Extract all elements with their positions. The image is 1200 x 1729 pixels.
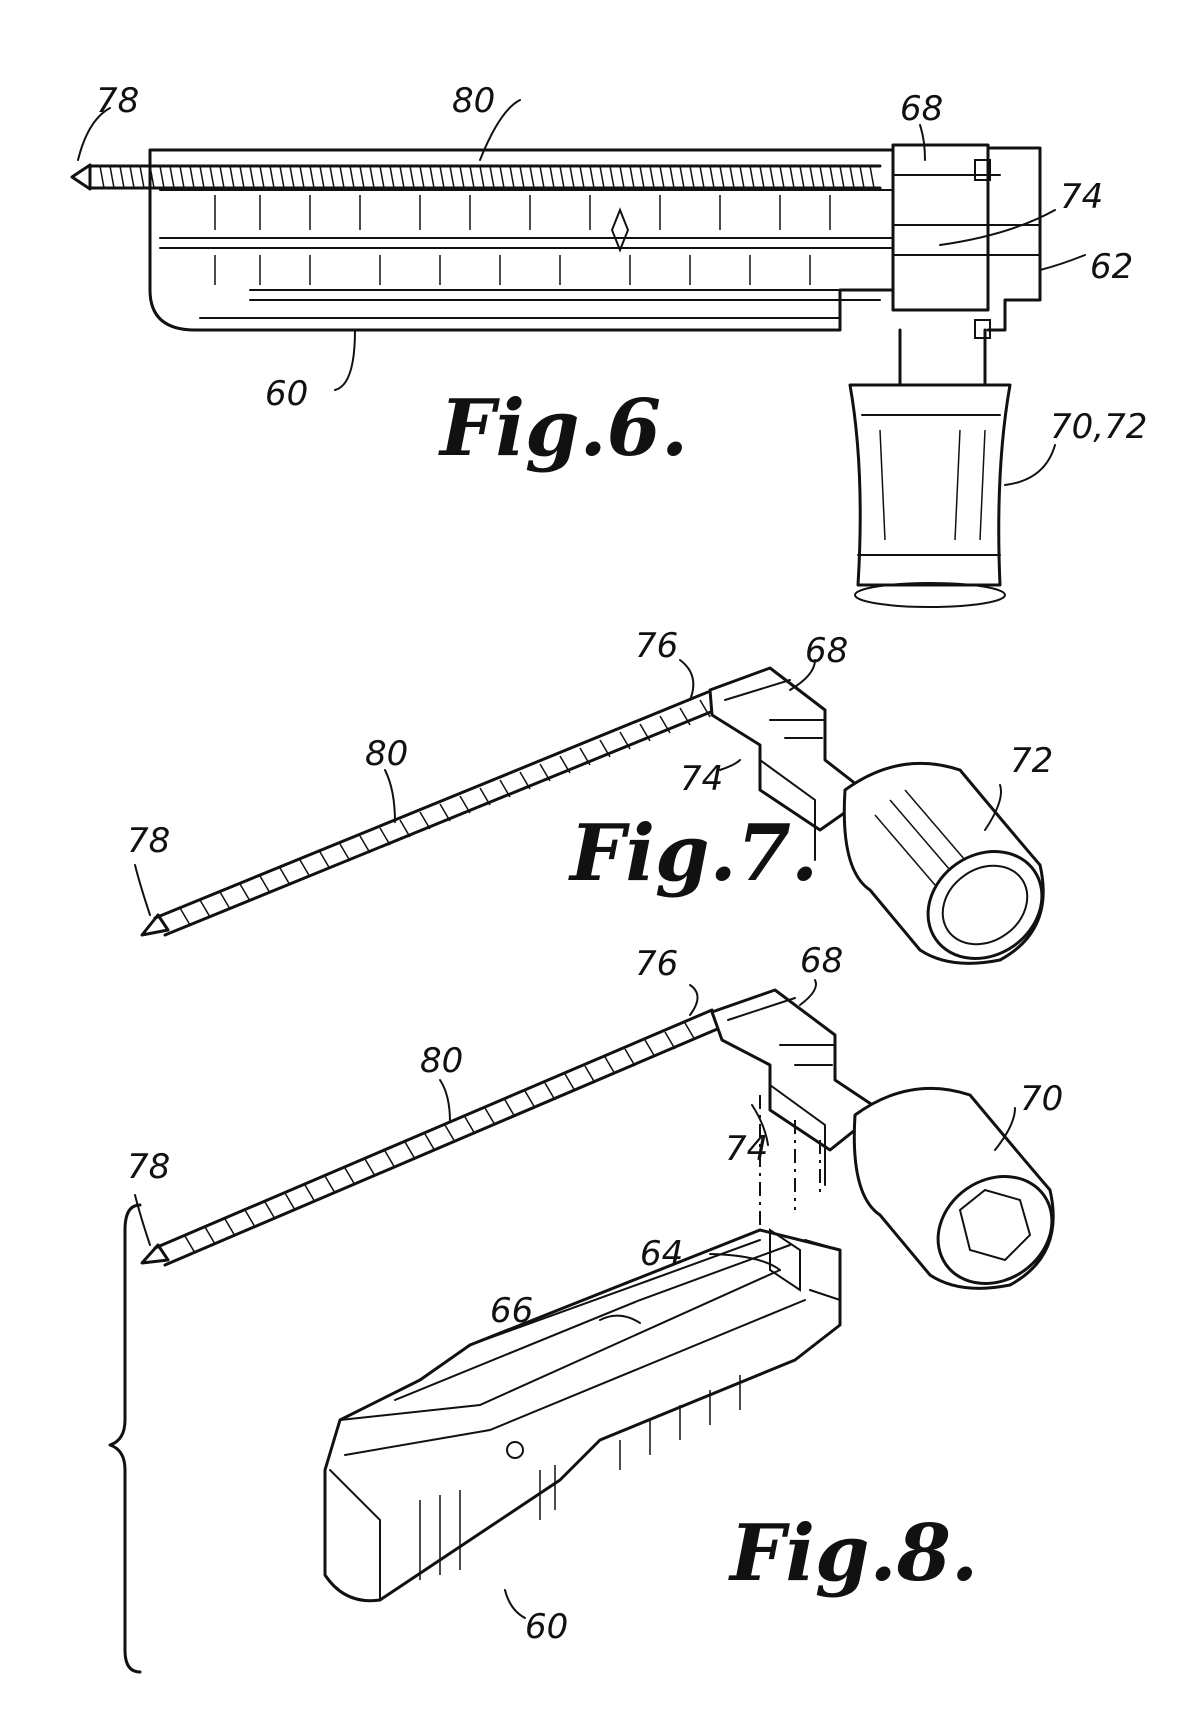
fig8-label-68: 68 <box>800 941 843 981</box>
fig7-caption: Fig.7. <box>568 808 818 899</box>
fig6-side-view <box>70 99 1086 608</box>
fig6-label-74: 74 <box>1060 177 1103 217</box>
fig7-label-80: 80 <box>365 734 408 774</box>
fig8-label-64: 64 <box>640 1234 683 1274</box>
fig7-label-72: 72 <box>1010 741 1053 781</box>
fig8-label-76: 76 <box>635 944 678 984</box>
fig7-label-78: 78 <box>127 821 170 861</box>
fig8-label-80: 80 <box>420 1041 463 1081</box>
fig8-exploded-view <box>108 979 1055 1674</box>
fig7-label-68: 68 <box>805 631 848 671</box>
fig6-label-80: 80 <box>452 81 495 121</box>
fig7-perspective-view <box>134 659 1045 965</box>
fig8-label-78: 78 <box>127 1147 170 1187</box>
fig6-label-60: 60 <box>265 374 308 414</box>
fig7-label-74: 74 <box>680 759 723 799</box>
fig6-label-78: 78 <box>96 81 139 121</box>
fig8-label-70: 70 <box>1020 1079 1063 1119</box>
fig8-label-60: 60 <box>525 1607 568 1647</box>
fig8-label-74: 74 <box>725 1129 768 1169</box>
fig8-caption: Fig.8. <box>728 1508 978 1599</box>
fig6-label-62: 62 <box>1090 247 1133 287</box>
fig6-label-70-72: 70,72 <box>1050 407 1147 447</box>
fig6-label-68: 68 <box>900 89 943 129</box>
fig7-label-76: 76 <box>635 626 678 666</box>
fig8-label-66: 66 <box>490 1291 533 1331</box>
fig6-caption: Fig.6. <box>438 383 688 474</box>
